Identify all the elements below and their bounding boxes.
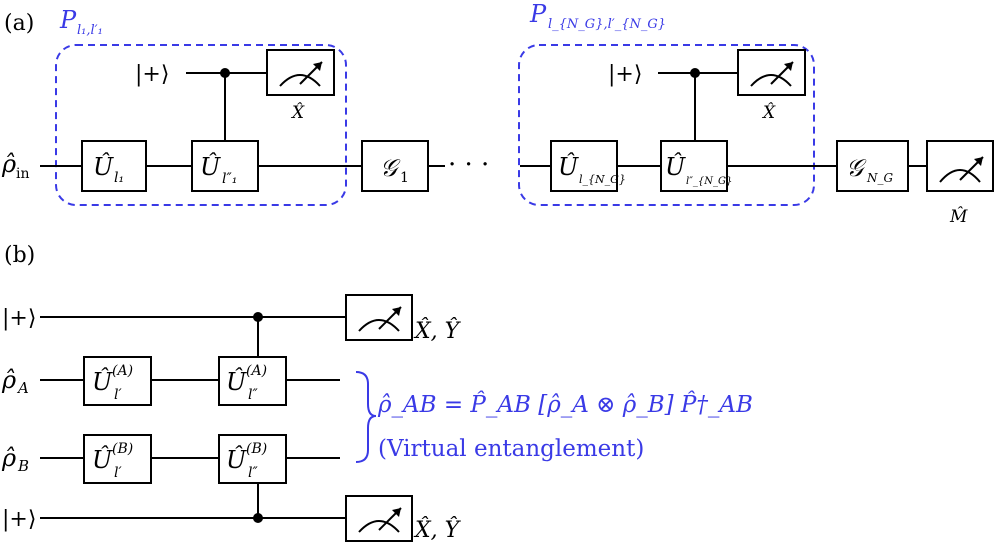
- meter-top-arc: [358, 319, 400, 332]
- equation: ρ̂_AB = P̂_AB [ρ̂_A ⊗ ρ̂_B] P̂†_AB: [377, 392, 753, 418]
- gate-gn-label: 𝒢: [846, 154, 867, 182]
- gate-gn-sub: N_G: [866, 171, 894, 185]
- gate-ub-lp-sup: (B): [112, 441, 133, 457]
- gate-ua-lp-sub: l′: [114, 387, 122, 403]
- rho-a-sub: A: [16, 379, 29, 397]
- gate-g1: [361, 140, 429, 192]
- plus-state-1: |+⟩: [135, 62, 169, 87]
- meter-top-arrow: [392, 307, 401, 316]
- meter-arrow-final: [974, 157, 983, 166]
- gate-ua-lpp-sub: l″: [248, 387, 258, 403]
- meter-arrow-1: [313, 62, 322, 71]
- meter-bottom: [345, 495, 413, 542]
- plus-state-2: |+⟩: [608, 62, 642, 87]
- meter-x-1-label: X̂: [290, 103, 305, 123]
- meter-top-label: X̂, Ŷ: [413, 317, 462, 344]
- meter-arrow-2: [784, 62, 793, 71]
- meter-top: [345, 294, 413, 341]
- gate-ub-lpp: [218, 434, 287, 484]
- top-plus-state: |+⟩: [2, 306, 36, 331]
- gate-ub-lp: [83, 434, 152, 484]
- gate-u-lnpp-sub: l″_{N_G}: [686, 176, 732, 187]
- gate-u-l1pp-label: Û: [200, 152, 221, 181]
- ellipsis: · · ·: [448, 150, 489, 180]
- panel-a-label: (a): [4, 11, 34, 36]
- gate-u-lnpp-label: Û: [665, 152, 686, 181]
- gate-u-l1-sub: l₁: [114, 170, 124, 186]
- brace: [355, 371, 377, 463]
- group-1-sub: l₁,l′₁: [77, 23, 103, 38]
- meter-bottom-arrow: [392, 508, 401, 517]
- panel-b-label: (b): [4, 243, 35, 268]
- gate-ua-lpp-label: Û: [226, 367, 247, 396]
- gate-u-l1-label: Û: [93, 152, 114, 181]
- virtual-entanglement-label: (Virtual entanglement): [378, 436, 644, 462]
- group-2-sub: l_{N_G},l′_{N_G}: [548, 17, 666, 32]
- gate-gn: [836, 140, 909, 192]
- rho-b-sub: B: [17, 457, 29, 475]
- gate-ub-lpp-label: Û: [226, 445, 247, 474]
- meter-final: [926, 140, 994, 192]
- meter-arc-1: [279, 74, 321, 87]
- meter-x-2: [737, 49, 806, 96]
- gate-u-l1pp-sub: l″₁: [222, 171, 237, 187]
- gate-ua-lp-sup: (A): [112, 363, 133, 379]
- gate-g1-label: 𝒢: [380, 154, 401, 182]
- gate-u-ln-sub: l_{N_G}: [579, 173, 626, 186]
- gate-ub-lp-label: Û: [92, 445, 113, 474]
- group-1-label: P: [59, 6, 77, 34]
- meter-final-label: M̂: [949, 207, 968, 227]
- rho-a: ρ̂: [1, 366, 16, 394]
- gate-g1-sub: 1: [400, 170, 409, 186]
- group-2-label: P: [529, 0, 547, 28]
- gate-ua-lpp-sup: (A): [246, 363, 267, 379]
- gate-u-l1pp: [191, 140, 259, 192]
- gate-ua-lp-label: Û: [92, 367, 113, 396]
- group-box-2: [518, 44, 815, 206]
- gate-u-lnpp: [660, 140, 728, 192]
- control-dot-2: [690, 68, 700, 78]
- group-box-1: [55, 44, 347, 206]
- gate-ub-lpp-sub: l″: [248, 465, 258, 481]
- meter-bottom-arc: [358, 520, 400, 533]
- control-dot-1: [220, 68, 230, 78]
- gate-ua-lp: [83, 356, 152, 406]
- input-rho: ρ̂: [1, 150, 16, 178]
- gate-u-ln: [550, 140, 618, 192]
- gate-u-ln-label: Û: [558, 152, 579, 181]
- meter-x-1: [266, 49, 335, 96]
- meter-arc-2: [750, 74, 792, 87]
- meter-bottom-label: X̂, Ŷ: [413, 516, 462, 543]
- gate-u-l1: [81, 140, 147, 192]
- gate-ua-lpp: [218, 356, 287, 406]
- input-rho-sub: in: [16, 166, 30, 182]
- rho-b: ρ̂: [1, 444, 16, 472]
- bottom-plus-state: |+⟩: [2, 507, 36, 532]
- meter-x-2-label: X̂: [761, 103, 776, 123]
- gate-ub-lpp-sup: (B): [246, 441, 267, 457]
- meter-arc-final: [939, 169, 981, 183]
- gate-ub-lp-sub: l′: [114, 465, 122, 481]
